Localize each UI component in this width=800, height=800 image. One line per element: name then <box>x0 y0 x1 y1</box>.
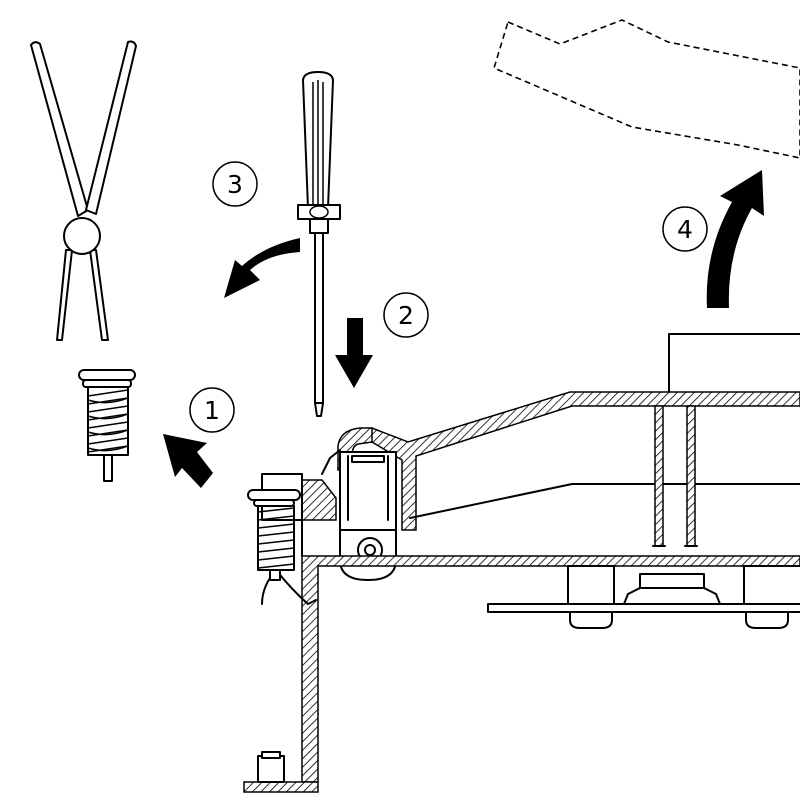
lifted-cover-outline <box>493 19 800 159</box>
step-3-label: 3 <box>212 161 258 207</box>
pliers-icon <box>30 40 137 341</box>
arrow-step-3 <box>224 238 300 298</box>
step-4-label: 4 <box>662 206 708 252</box>
svg-text:2: 2 <box>398 301 414 330</box>
screwdriver-icon <box>297 71 341 417</box>
svg-text:3: 3 <box>227 170 243 199</box>
arrow-step-4 <box>706 170 764 308</box>
step-1-label: 1 <box>189 387 235 433</box>
step-2-label: 2 <box>383 292 429 338</box>
arrow-step-2 <box>335 318 373 388</box>
svg-text:4: 4 <box>677 215 693 244</box>
mounted-spring <box>247 489 317 605</box>
spring-icon <box>78 369 136 482</box>
housing-assembly <box>243 333 800 793</box>
svg-text:1: 1 <box>204 396 220 425</box>
arrow-step-1 <box>163 434 213 488</box>
